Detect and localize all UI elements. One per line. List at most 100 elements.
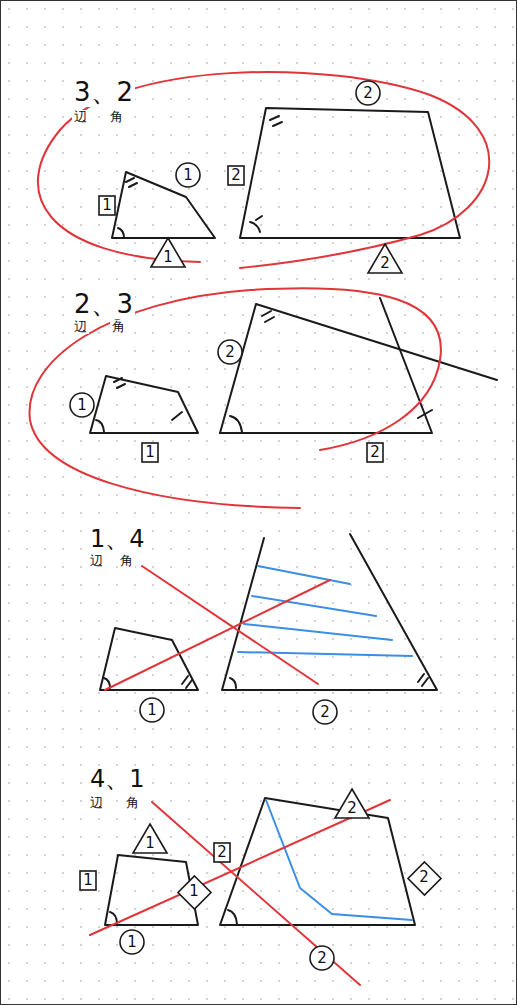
number-text: 2 (217, 344, 243, 361)
number-text: 2 (366, 444, 384, 461)
condition-heading: 1、4 (88, 526, 147, 552)
circled-number: 1 (139, 697, 165, 723)
outline-shape (313, 700, 337, 724)
boxed-number: 2 (227, 165, 245, 186)
triangle-number: 2 (334, 788, 370, 819)
angle-mark (262, 311, 274, 322)
angle-mark (114, 378, 125, 388)
number-text: 1 (177, 883, 212, 900)
outline-shape (367, 443, 383, 462)
red-ellipse (38, 72, 489, 268)
large-figure (222, 534, 437, 690)
condition-word: 辺 (72, 320, 89, 334)
condition-word: 角 (124, 796, 141, 810)
diamond-number: 2 (407, 861, 442, 896)
circled-number: 1 (175, 162, 201, 188)
condition-word: 角 (110, 320, 127, 334)
outline-shape (214, 843, 230, 862)
large-quadrilateral (220, 798, 415, 925)
red-cross (152, 802, 360, 985)
number-text: 2 (407, 869, 442, 886)
condition-word: 辺 (72, 110, 89, 124)
number-text: 1 (98, 197, 116, 214)
circled-number: 1 (69, 392, 95, 418)
outline-shape (310, 946, 334, 970)
outline-shape (80, 871, 96, 890)
small-quadrilateral (90, 376, 198, 433)
red-ellipse (29, 288, 440, 508)
number-text: 1 (69, 397, 95, 414)
number-text: 2 (367, 255, 403, 272)
triangle-number: 1 (150, 237, 186, 268)
outline-shape (368, 244, 402, 273)
circled-number: 1 (119, 929, 145, 955)
condition-word: 辺 (88, 796, 105, 810)
number-text: 2 (213, 844, 231, 861)
outline-shape (140, 698, 164, 722)
outline-shape (176, 163, 200, 187)
triangle-number: 1 (132, 823, 168, 854)
outline-shape (99, 196, 115, 215)
outline-shape (408, 862, 441, 895)
red-cross (90, 800, 390, 935)
outline-shape (218, 340, 242, 364)
angle-mark (230, 410, 432, 432)
angle-mark (270, 116, 282, 126)
red-cross (142, 566, 318, 684)
outline-shape (120, 930, 144, 954)
outline-shape (228, 166, 244, 185)
circled-number: 2 (217, 339, 243, 365)
outline-shape (178, 876, 211, 909)
boxed-number: 2 (213, 842, 231, 863)
blue-line (252, 596, 376, 616)
outline-shape (356, 81, 380, 105)
triangle-number: 2 (367, 243, 403, 274)
circled-number: 2 (355, 80, 381, 106)
small-quadrilateral (112, 172, 215, 238)
large-quadrilateral (220, 304, 497, 433)
number-text: 2 (334, 800, 370, 817)
number-text: 1 (79, 872, 97, 889)
number-text: 2 (227, 167, 245, 184)
number-text: 1 (150, 249, 186, 266)
angle-mark (126, 178, 137, 187)
angle-mark (230, 674, 428, 688)
condition-word: 辺 (88, 554, 105, 568)
large-quadrilateral (220, 298, 432, 433)
small-quadrilateral (100, 628, 198, 690)
angle-mark (250, 216, 262, 232)
condition-heading: 4、1 (88, 766, 147, 792)
number-text: 2 (309, 950, 335, 967)
outline-shape (335, 789, 369, 818)
condition-word: 角 (108, 110, 125, 124)
outline-shape (142, 443, 158, 462)
outline-shape (70, 393, 94, 417)
blue-line (238, 652, 412, 656)
number-text: 1 (119, 934, 145, 951)
number-text: 1 (141, 444, 159, 461)
angle-mark (96, 412, 182, 432)
condition-heading: 3、2 (72, 78, 135, 107)
boxed-number: 1 (79, 870, 97, 891)
angle-mark (118, 228, 124, 238)
boxed-number: 2 (366, 442, 384, 463)
outline-shape (133, 824, 167, 853)
blue-line (258, 566, 350, 584)
condition-heading: 2、3 (72, 290, 135, 319)
large-quadrilateral (240, 108, 460, 238)
number-text: 1 (175, 167, 201, 184)
number-text: 2 (355, 85, 381, 102)
angle-mark (228, 910, 237, 924)
boxed-number: 1 (141, 442, 159, 463)
number-text: 1 (132, 835, 168, 852)
outline-shape (151, 238, 185, 267)
red-cross (105, 580, 330, 690)
angle-mark (104, 676, 192, 688)
boxed-number: 1 (98, 195, 116, 216)
angle-mark (110, 912, 117, 924)
circled-number: 2 (309, 945, 335, 971)
